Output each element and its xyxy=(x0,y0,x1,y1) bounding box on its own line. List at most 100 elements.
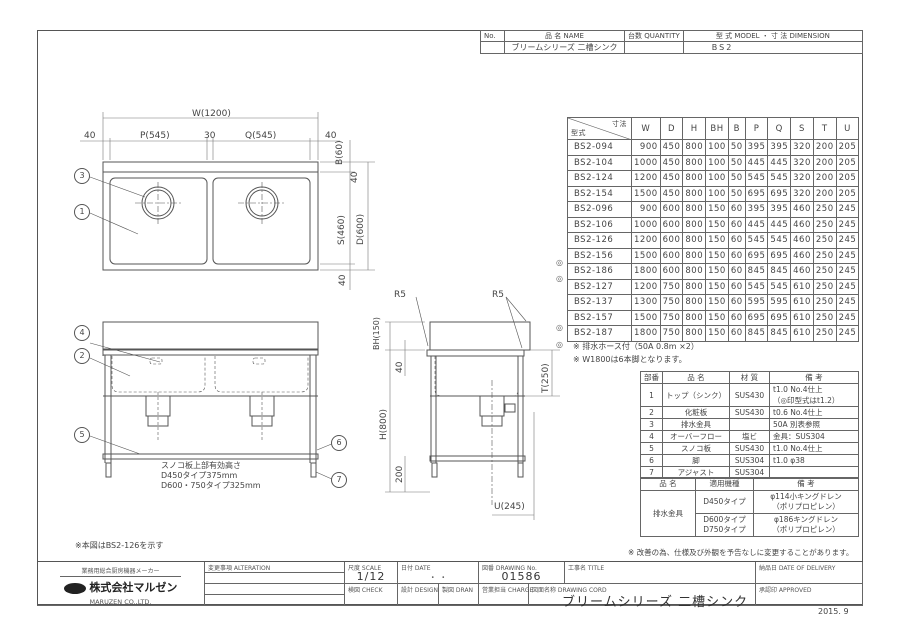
spec-cell-t: 200 xyxy=(812,154,837,171)
spec-cell-h: 800 xyxy=(682,309,707,326)
spec-cell-u: 205 xyxy=(835,139,860,156)
spec-cell-p: 545 xyxy=(744,170,769,187)
spec-cell-bh: 150 xyxy=(705,325,729,342)
spec-cell-b: 50 xyxy=(727,185,746,202)
date-value: ・ ・ xyxy=(428,573,448,582)
corner-bottom-label: 型式 xyxy=(571,129,586,137)
dim-right-40: 40 xyxy=(325,131,337,141)
figure-note: ※本図はBS2-126を示す xyxy=(75,541,164,550)
date-cell: 日付 DATE ・ ・ xyxy=(398,562,479,584)
spec-cell-s: 460 xyxy=(790,247,814,264)
spec-cell-w: 1200 xyxy=(631,232,661,249)
spec-cell-d: 600 xyxy=(659,201,684,218)
spec-cell-s: 320 xyxy=(790,154,814,171)
spec-cell-d: 450 xyxy=(659,154,684,171)
parts-material: SUS430 xyxy=(729,406,770,419)
spec-cell-t: 250 xyxy=(812,232,837,249)
spec-cell-h: 800 xyxy=(682,263,707,280)
spec-cell-q: 445 xyxy=(767,216,792,233)
spec-model: BS2-154 xyxy=(567,185,632,202)
spec-cell-u: 205 xyxy=(835,170,860,187)
spec-cell-t: 250 xyxy=(812,263,837,280)
drain-type-d750: D750タイプ xyxy=(703,525,746,534)
spec-cell-b: 60 xyxy=(727,263,746,280)
spec-cell-u: 245 xyxy=(835,325,860,342)
parts-name: 化粧板 xyxy=(662,406,730,419)
col-t: T xyxy=(812,117,837,140)
spec-cell-u: 205 xyxy=(835,154,860,171)
disclaimer: ※ 改善の為、仕様及び外観を予告なしに変更することがあります。 xyxy=(628,548,854,557)
shelf-height-note: スノコ板上部有効高さ D450タイプ375mm D600・750タイプ325mm xyxy=(161,461,261,491)
dim-mid-30: 30 xyxy=(204,131,216,141)
spec-cell-q: 695 xyxy=(767,309,792,326)
drawing-no-value: 01586 xyxy=(501,570,542,583)
dim-d: D(600) xyxy=(356,213,366,245)
drain-row-2-remark: φ186キングドレン（ポリプロピレン） xyxy=(753,513,859,537)
spec-cell-p: 445 xyxy=(744,216,769,233)
spec-cell-bh: 150 xyxy=(705,278,729,295)
parts-header-remark: 備 考 xyxy=(769,371,859,384)
spec-cell-b: 60 xyxy=(727,232,746,249)
spec-cell-bh: 100 xyxy=(705,170,729,187)
company-name-en: MARUZEN CO.,LTD. xyxy=(89,598,152,606)
spec-cell-bh: 150 xyxy=(705,263,729,280)
thick-top-mark-icon: ◎ xyxy=(556,323,563,333)
parts-name: 脚 xyxy=(662,454,730,467)
spec-cell-t: 250 xyxy=(812,247,837,264)
spec-cell-q: 845 xyxy=(767,263,792,280)
spec-cell-w: 1500 xyxy=(631,247,661,264)
drain-header-model: 適用機種 xyxy=(695,477,754,491)
parts-no: 3 xyxy=(640,418,663,431)
spec-cell-p: 445 xyxy=(744,154,769,171)
approved-label: 承認印 APPROVED xyxy=(756,584,863,606)
spec-model: BS2-186 xyxy=(567,263,632,280)
parts-no: 1 xyxy=(640,383,663,407)
shelf-note-line-2: D450タイプ375mm xyxy=(161,471,238,480)
row-name: ブリームシリーズ 二槽シンク xyxy=(504,41,625,54)
spec-cell-h: 800 xyxy=(682,278,707,295)
callout-3: 3 xyxy=(74,168,90,184)
drain-item: 排水金具 xyxy=(640,490,696,537)
col-u: U xyxy=(835,117,860,140)
spec-model: BS2-126 xyxy=(567,232,632,249)
drain-fitting-table: 品 名 適用機種 備 考 排水金具 D450タイプ φ114小キングドレン（ポリ… xyxy=(640,477,859,537)
dim-left-40: 40 xyxy=(84,131,96,141)
col-bh: BH xyxy=(705,117,729,140)
drain-header-name: 品 名 xyxy=(640,477,696,491)
spec-cell-h: 800 xyxy=(682,232,707,249)
drawn-label: 製図 DRAN xyxy=(439,584,479,606)
dim-bh: BH(150) xyxy=(372,316,381,350)
spec-cell-w: 1300 xyxy=(631,294,661,311)
col-w: W xyxy=(631,117,661,140)
dim-p: P(545) xyxy=(140,131,170,141)
parts-remark: t1.0 φ38 xyxy=(769,454,859,467)
drawing-name-cell: 図面名称 DRAWING CORD ブリームシリーズ 二槽シンク xyxy=(529,584,756,610)
company-logo: 株式会社マルゼン xyxy=(40,579,201,595)
spec-cell-u: 245 xyxy=(835,309,860,326)
spec-cell-w: 900 xyxy=(631,139,661,156)
spec-cell-u: 245 xyxy=(835,247,860,264)
spec-cell-h: 800 xyxy=(682,325,707,342)
dim-u: U(245) xyxy=(494,502,525,512)
title-block: 業務用総合厨房機器メーカー 株式会社マルゼン MARUZEN CO.,LTD. … xyxy=(37,561,863,610)
spec-cell-s: 320 xyxy=(790,139,814,156)
spec-cell-q: 595 xyxy=(767,294,792,311)
parts-name: トップ（シンク） xyxy=(662,383,730,407)
spec-cell-u: 245 xyxy=(835,232,860,249)
spec-cell-p: 695 xyxy=(744,185,769,202)
parts-no: 4 xyxy=(640,430,663,443)
spec-cell-s: 610 xyxy=(790,325,814,342)
delivery-date-label: 納品日 DATE OF DELIVERY xyxy=(756,562,863,584)
spec-cell-q: 545 xyxy=(767,278,792,295)
spec-cell-d: 750 xyxy=(659,294,684,311)
thick-top-mark-icon: ◎ xyxy=(556,274,563,284)
spec-cell-q: 695 xyxy=(767,247,792,264)
company-cell: 業務用総合厨房機器メーカー 株式会社マルゼン MARUZEN CO.,LTD. xyxy=(37,562,205,606)
